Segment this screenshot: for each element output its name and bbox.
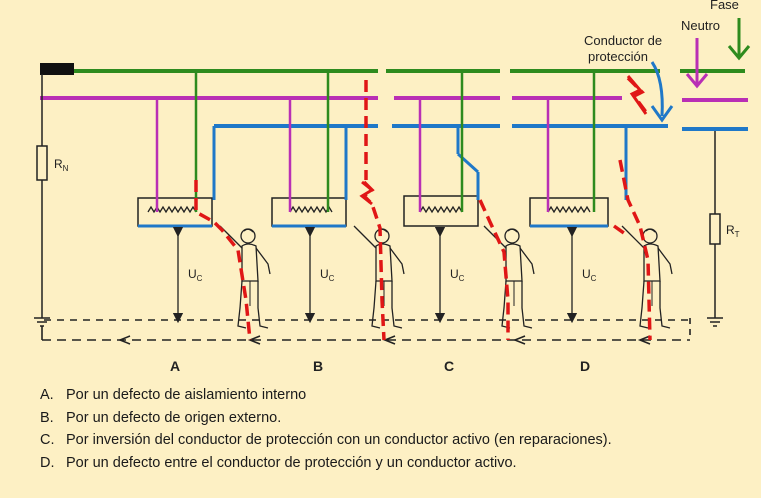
source-earth [34, 74, 50, 327]
legend-text: Por inversión del conductor de protecció… [66, 432, 612, 448]
svg-text:UC: UC [450, 267, 465, 283]
conductor-label-2: protección [588, 49, 648, 64]
heater-coil-icon [419, 205, 463, 214]
arrow-down-icon [685, 38, 709, 89]
case-label-b: B [313, 358, 323, 374]
heater-coil-icon [289, 205, 333, 214]
svg-text:RT: RT [726, 223, 740, 239]
arrow-down-icon [650, 61, 674, 123]
appliance-d [529, 71, 628, 228]
legend-item-d: D. Por un defecto entre el conductor de p… [40, 452, 755, 475]
person-icon [353, 225, 405, 329]
legend-key: B. [40, 409, 54, 426]
legend-key: A. [40, 387, 54, 403]
svg-text:UC: UC [582, 267, 597, 283]
ground-icon [707, 317, 723, 327]
neutro-bus [40, 96, 748, 102]
legend-item-b: B. Por un defecto de origen externo. [40, 407, 755, 430]
svg-text:RN: RN [54, 157, 69, 173]
svg-text:UC: UC [188, 267, 203, 283]
ground-return [41, 318, 691, 345]
legend-text: Por un defecto de aislamiento interno [66, 387, 307, 403]
tt-fault-diagram: RN RT Fase Neutro Conductor de protecció… [34, 0, 751, 374]
heater-coil-icon [547, 205, 591, 214]
appliance-c [403, 71, 480, 227]
conductor-label-1: Conductor de [584, 33, 662, 48]
case-label-c: C [444, 358, 454, 374]
arrow-down-icon [727, 18, 751, 61]
install-earth [707, 131, 723, 327]
legend-text: Por un defecto de origen externo. [66, 409, 282, 426]
fase-label: Fase [710, 0, 739, 12]
appliance-b [271, 71, 348, 228]
person-icon [621, 225, 673, 329]
resistor-icon [36, 145, 48, 181]
svg-text:UC: UC [320, 267, 335, 283]
neutro-label: Neutro [681, 18, 720, 33]
legend: A.Por un defecto de aislamiento interno … [40, 384, 755, 474]
legend-key: C. [40, 432, 55, 448]
heater-coil-icon [147, 205, 197, 214]
uc-dimensions [172, 226, 578, 324]
legend-text: Por un defecto entre el conductor de pro… [66, 454, 517, 471]
legend-item-a: A. Por un defecto de aislamiento interno [40, 384, 755, 407]
proteccion-bus [214, 124, 748, 131]
person-icon [219, 225, 271, 329]
appliance-a [137, 71, 216, 228]
case-label-a: A [170, 358, 180, 374]
legend-item-c: C. Por inversión del conductor de protecc… [40, 429, 755, 452]
source-terminal [40, 63, 74, 75]
legend-key: D. [40, 454, 55, 471]
case-label-d: D [580, 358, 590, 374]
resistor-icon [709, 213, 721, 245]
